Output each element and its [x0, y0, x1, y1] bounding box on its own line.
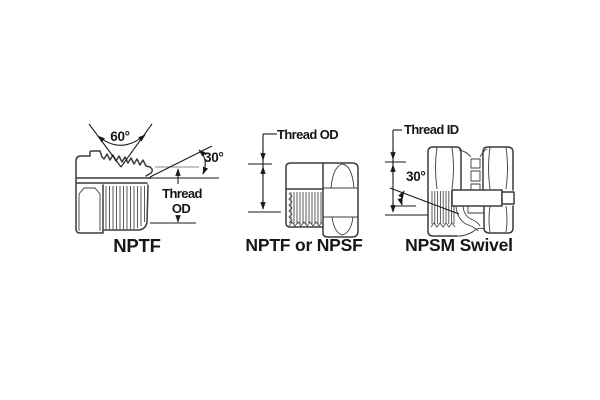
swivel-dim-text: Thread ID	[404, 122, 459, 137]
nptf-male-diagram: 60° 30° Thread OD NPTF	[75, 123, 224, 256]
angle-arc	[97, 134, 146, 146]
seat-arc	[397, 190, 405, 206]
taper-angle-value: 30°	[204, 150, 224, 165]
taper-angle-30-annotation: 30°	[148, 145, 224, 179]
nptf-thread-hatch	[105, 186, 145, 229]
thread-angle-value: 60°	[110, 129, 130, 144]
thread-angle-60-annotation: 60°	[88, 123, 153, 168]
dim-text-thread: Thread	[162, 186, 202, 201]
female-thread-hatch	[290, 192, 322, 224]
swivel-pipe-band-end	[501, 191, 515, 205]
swivel-pipe-band	[451, 189, 503, 207]
nptf-hex-facet	[78, 187, 101, 231]
nptf-thread-od-dimension: Thread OD	[150, 168, 203, 224]
nptf-shoulder-lines	[75, 177, 152, 184]
swivel-right-nut	[482, 146, 514, 234]
swivel-seat-angle-annotation: 30°	[389, 169, 460, 215]
nptf-npsf-label: NPTF or NPSF	[245, 235, 363, 255]
female-thread-serration	[288, 192, 323, 227]
swivel-right-nut-facets	[488, 146, 508, 233]
dim-text-od: OD	[172, 201, 191, 216]
swivel-thread-id-dimension: Thread ID	[385, 122, 459, 216]
nptf-fitting-outline	[75, 150, 154, 230]
female-hex-facets	[323, 163, 358, 236]
nptf-bottom-edge	[75, 184, 149, 234]
taper-angled-line	[149, 145, 213, 178]
female-thread-od-dimension: Thread OD	[248, 127, 339, 213]
female-fitting-outline	[285, 162, 359, 238]
seat-angle-value: 30°	[406, 169, 426, 184]
taper-arc	[198, 149, 209, 175]
swivel-left-nut-facets	[435, 146, 454, 190]
npsm-swivel-diagram: Thread ID 30° NPSM Swivel	[385, 122, 515, 255]
swivel-seat-curves	[455, 205, 485, 237]
nptf-label: NPTF	[113, 235, 161, 256]
angle-v-lines	[88, 123, 153, 168]
npsm-swivel-label: NPSM Swivel	[405, 235, 513, 255]
nptf-npsf-diagram: Thread OD NPTF or NPSF	[245, 127, 363, 255]
female-dim-text: Thread OD	[277, 127, 338, 142]
